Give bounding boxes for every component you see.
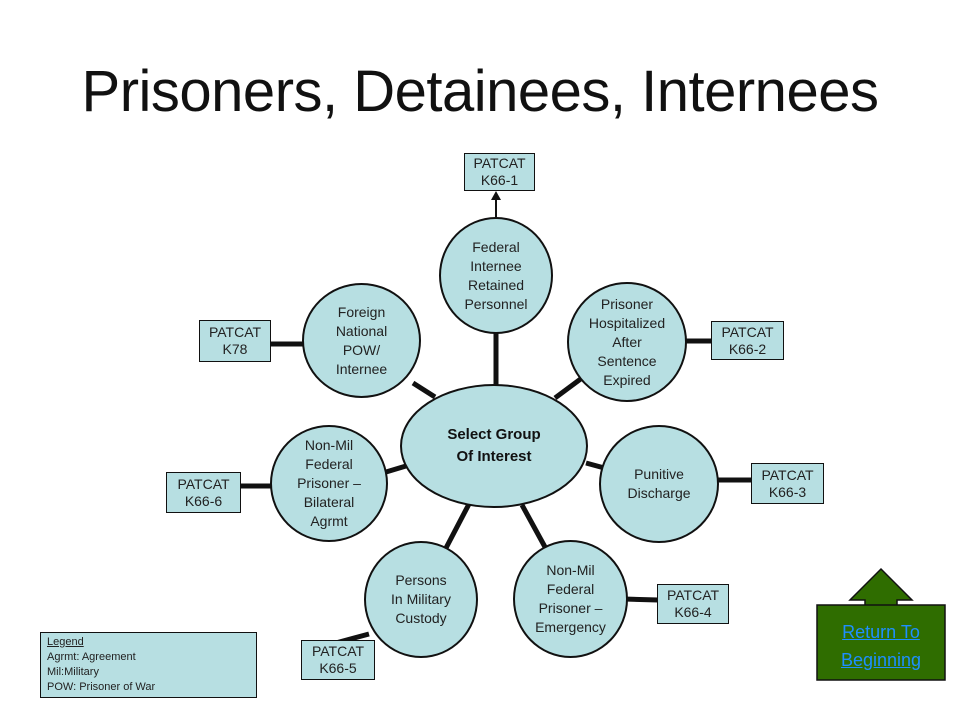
patcat-k66-4[interactable]: PATCAT K66-4 <box>657 584 729 624</box>
connector-center-node-6 <box>385 463 407 475</box>
return-to-beginning-button[interactable]: Return To Beginning <box>816 567 946 681</box>
return-to-beginning-link[interactable]: Return To Beginning <box>840 622 922 670</box>
patcat-k66-3[interactable]: PATCAT K66-3 <box>751 463 824 504</box>
patcat-k66-6[interactable]: PATCAT K66-6 <box>166 472 241 513</box>
legend-item-agrmt: Agrmt: Agreement <box>47 651 136 663</box>
patcat-k66-1[interactable]: PATCAT K66-1 <box>464 153 535 191</box>
node-non-mil-bilateral[interactable]: Non-Mil Federal Prisoner – Bilateral Agr… <box>270 425 388 542</box>
node-prisoner-hospitalized[interactable]: Prisoner Hospitalized After Sentence Exp… <box>567 282 687 402</box>
node-foreign-national[interactable]: Foreign National POW/ Internee <box>302 283 421 398</box>
node-non-mil-emergency[interactable]: Non-Mil Federal Prisoner – Emergency <box>513 540 628 658</box>
node-punitive-discharge[interactable]: Punitive Discharge <box>599 425 719 543</box>
center-node-select-group[interactable]: Select Group Of Interest <box>400 384 588 508</box>
slide-title: Prisoners, Detainees, Internees <box>81 59 879 124</box>
patcat-k66-2[interactable]: PATCAT K66-2 <box>711 321 784 360</box>
legend-item-pow: POW: Prisoner of War <box>47 681 156 693</box>
connector-center-node-7 <box>411 380 437 400</box>
connector-center-node-4 <box>519 503 548 549</box>
home-arrow-icon <box>816 567 946 681</box>
connector-node-4-patcat <box>623 596 659 603</box>
patcat-k66-5[interactable]: PATCAT K66-5 <box>301 640 375 680</box>
legend-title: Legend <box>47 636 84 648</box>
legend-item-mil: Mil:Military <box>47 666 99 678</box>
node-federal-internee[interactable]: Federal Internee Retained Personnel <box>439 217 553 334</box>
legend-box: Legend Agrmt: Agreement Mil:Military POW… <box>40 632 257 698</box>
patcat-k78[interactable]: PATCAT K78 <box>199 320 271 362</box>
arrow-head-icon <box>491 191 501 200</box>
node-persons-in-custody[interactable]: Persons In Military Custody <box>364 541 478 658</box>
connector-center-node-5 <box>443 502 472 550</box>
